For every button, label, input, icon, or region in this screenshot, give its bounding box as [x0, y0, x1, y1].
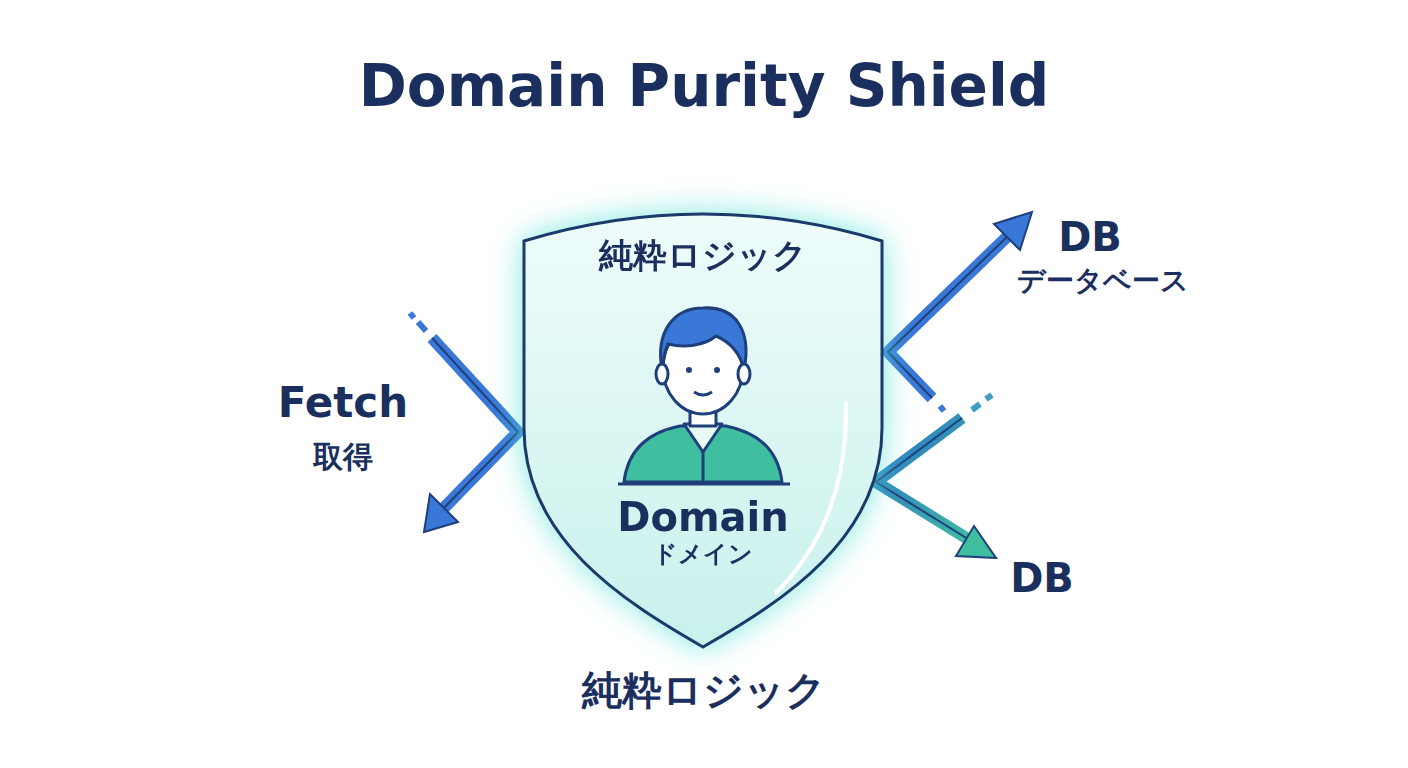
deflected-arrow: [410, 313, 518, 532]
person-icon: [624, 308, 782, 482]
domain-subtitle: ドメイン: [653, 541, 753, 567]
underline: [618, 483, 790, 486]
footer-label: 純粋ロジック: [582, 668, 826, 712]
fetch-label: Fetch: [278, 380, 408, 426]
deflected-arrow: [888, 212, 1032, 411]
diagram-title: Domain Purity Shield: [359, 55, 1050, 119]
shield-heading: 純粋ロジック: [599, 237, 807, 274]
fetch-subtitle: 取得: [313, 440, 373, 473]
domain-label: Domain: [617, 495, 789, 539]
db-label: DB: [1010, 556, 1074, 600]
db-subtitle: データベース: [1017, 266, 1189, 297]
shield-node: 純粋ロジック Domainドメイン: [520, 193, 886, 651]
deflected-arrow: [876, 395, 996, 558]
db-label: DB: [1058, 215, 1122, 259]
